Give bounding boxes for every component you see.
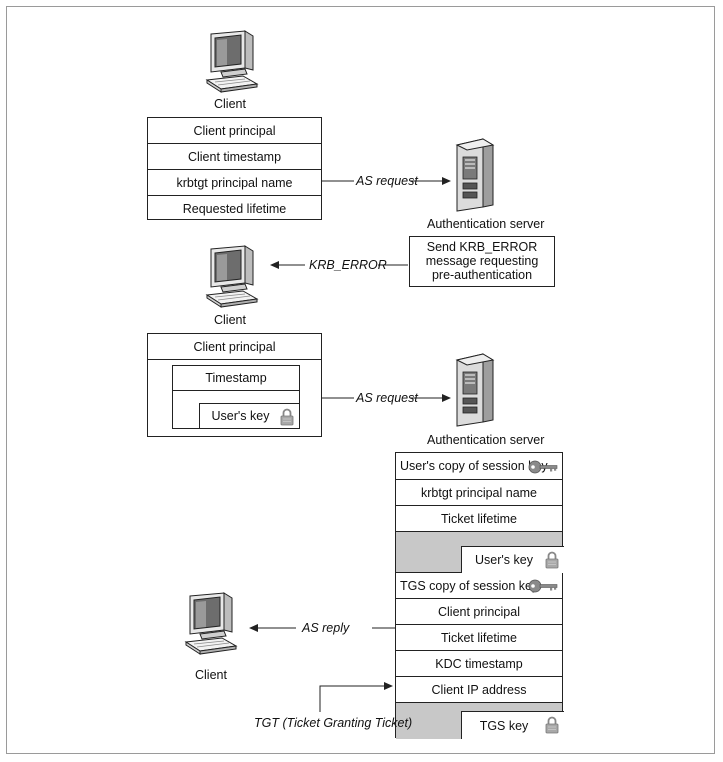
field-client-principal: Client principal — [148, 334, 321, 360]
client-label: Client — [214, 313, 246, 327]
timestamp-field: Timestamp — [172, 365, 300, 391]
authentication-server-label: Authentication server — [427, 217, 545, 231]
encrypted-user-section: User's key — [396, 532, 564, 573]
client-computer-icon — [201, 30, 261, 100]
tgs-key-text: TGS key — [479, 718, 529, 733]
lock-icon — [280, 408, 294, 426]
krb-error-label: KRB_ERROR — [309, 258, 387, 272]
tgs-key-label: TGS key — [461, 711, 564, 739]
field-ticket-lifetime: Ticket lifetime — [396, 506, 562, 532]
client-label: Client — [195, 668, 227, 682]
krb-error-note-line-3: pre-authentication — [431, 268, 533, 282]
client-label: Client — [214, 97, 246, 111]
as-reply-label: AS reply — [302, 621, 350, 635]
field-client-timestamp: Client timestamp — [148, 144, 321, 170]
field-requested-lifetime: Requested lifetime — [182, 201, 287, 216]
authentication-server-icon — [449, 137, 499, 213]
as-request-message: Client principal Client timestamp krbtgt… — [147, 117, 322, 220]
users-key-label: User's key — [461, 546, 564, 573]
field-krbtgt-principal-name: krbtgt principal name — [396, 480, 562, 506]
users-key-label: User's key — [199, 403, 300, 429]
field-tgs-session-key: TGS copy of session key — [396, 573, 562, 599]
krb-error-note: Send KRB_ERROR message requesting pre-au… — [409, 236, 555, 287]
field-krbtgt-principal-name: krbtgt principal name — [148, 170, 321, 196]
field-ticket-lifetime: Ticket lifetime — [396, 625, 562, 651]
tgt-bracket-arrow — [319, 682, 393, 712]
users-key-text: User's key — [211, 409, 270, 423]
encrypted-timestamp: Timestamp User's key — [172, 365, 300, 429]
client-computer-icon — [201, 245, 261, 315]
krb-error-note-line-2: message requesting — [425, 254, 539, 268]
figure-frame — [6, 6, 715, 754]
tgs-session-key-text: TGS copy of session key — [400, 578, 539, 593]
users-key-text: User's key — [475, 553, 533, 567]
encrypted-tgs-section: TGS key — [396, 703, 564, 739]
as-reply-message: User's copy of session key krbtgt princi… — [395, 452, 564, 739]
authentication-server-icon — [449, 352, 499, 428]
authentication-server-label: Authentication server — [427, 433, 545, 447]
lock-icon — [545, 716, 559, 734]
preauth-as-request-message: Client principal Timestamp User's key — [147, 333, 322, 437]
field-kdc-timestamp: KDC timestamp — [396, 651, 562, 677]
field-client-ip-address: Client IP address — [396, 677, 562, 703]
lock-icon — [545, 551, 559, 569]
key-icon — [528, 460, 558, 474]
as-request-label-2: AS request — [356, 391, 418, 405]
key-icon — [528, 579, 558, 593]
tgt-label: TGT (Ticket Granting Ticket) — [254, 716, 413, 730]
field-client-principal: Client principal — [148, 118, 321, 144]
users-session-key-text: User's copy of session key — [400, 459, 548, 473]
client-computer-icon — [180, 592, 240, 662]
field-users-session-key: User's copy of session key — [396, 453, 562, 480]
krb-error-note-line-1: Send KRB_ERROR — [426, 240, 538, 254]
field-client-principal: Client principal — [396, 599, 562, 625]
as-request-label-1: AS request — [356, 174, 418, 188]
